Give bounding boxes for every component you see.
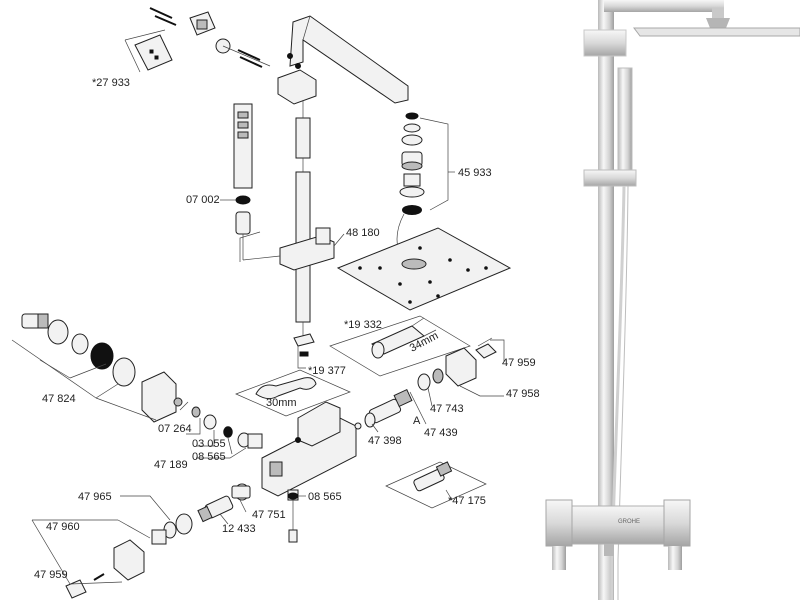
label-47959-left: 47 959: [34, 569, 68, 581]
left-handle: [11, 313, 189, 423]
label-08565-right: 08 565: [308, 491, 342, 503]
head-shower-photo: [633, 27, 800, 37]
label-48180: 48 180: [346, 227, 380, 239]
cartridge-47175: [385, 461, 487, 509]
label-47959-right: 47 959: [502, 357, 536, 369]
head-shower-plate: [336, 227, 512, 311]
label-47398: 47 398: [368, 435, 402, 447]
label-30mm: 30mm: [266, 397, 297, 409]
left-handle-photo: [545, 499, 573, 547]
label-03055: 03 055: [192, 438, 226, 450]
label-47175: *47 175: [448, 495, 486, 507]
thermostat-cartridge-19332: [329, 315, 471, 377]
wall-connector-right-photo: [668, 546, 682, 570]
slide-holder-photo: [583, 169, 637, 187]
part-19377: [297, 346, 309, 369]
cartridge-47439: [354, 388, 427, 433]
right-handle-photo: [663, 499, 691, 547]
cover-plate-27933: [124, 29, 173, 73]
label-27933: *27 933: [92, 77, 130, 89]
product-photo: GROHE: [545, 0, 800, 600]
label-45933: 45 933: [458, 167, 492, 179]
head-connector-photo: [712, 8, 724, 18]
riser-pipe-photo: [598, 0, 614, 600]
right-handle: [417, 337, 505, 407]
label-19377: *19 377: [308, 365, 346, 377]
arm-joint-photo: [583, 29, 627, 57]
label-47824: 47 824: [42, 393, 76, 405]
left-connection-parts: [186, 406, 263, 459]
label-47743: 47 743: [430, 403, 464, 415]
label-19332: *19 332: [344, 319, 382, 331]
label-47751: 47 751: [252, 509, 286, 521]
label-47965: 47 965: [78, 491, 112, 503]
wall-fixing-parts: [149, 7, 271, 68]
thermostat-body-photo: [569, 505, 667, 545]
wall-connector-left-photo: [552, 546, 566, 570]
lower-left-parts: [120, 483, 251, 545]
thermostat-body: [261, 401, 357, 543]
brand-logo: GROHE: [618, 519, 640, 525]
exploded-diagram: *27 933 07 002: [11, 7, 540, 599]
hand-shower-photo: [617, 67, 633, 179]
outlet-photo: [604, 544, 614, 556]
lower-left-handle: [31, 519, 151, 599]
hand-shower: [233, 103, 253, 260]
label-12433: 12 433: [222, 523, 256, 535]
slide-holder-48180: [239, 227, 345, 271]
head-nut-photo: [706, 18, 730, 28]
label-47189: 47 189: [154, 459, 188, 471]
riser-pipe: [293, 100, 315, 347]
shower-arm: [277, 15, 409, 105]
wrench-30mm: [235, 369, 351, 417]
label-47958: 47 958: [506, 388, 540, 400]
label-47960: 47 960: [46, 521, 80, 533]
shower-arm-photo: [604, 0, 724, 12]
label-07002: 07 002: [186, 194, 220, 206]
head-shower-seals-45933: [396, 112, 455, 263]
label-A: A: [413, 415, 421, 427]
label-47439: 47 439: [424, 427, 458, 439]
label-08565-left: 08 565: [192, 451, 226, 463]
label-07264: 07 264: [158, 423, 192, 435]
